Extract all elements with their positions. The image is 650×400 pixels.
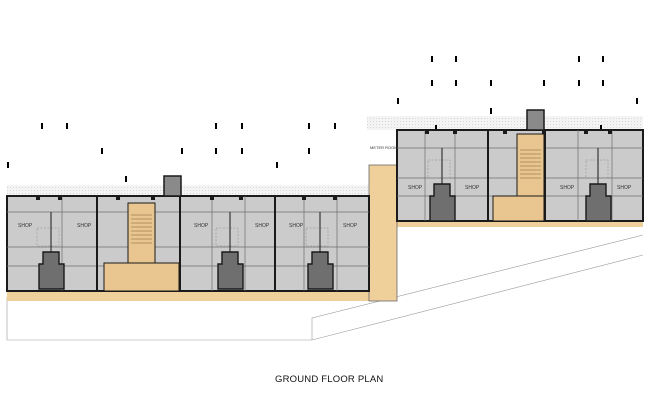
core-markings xyxy=(50,148,599,252)
party-walls xyxy=(96,130,546,291)
room-label-shop: SHOP xyxy=(77,223,92,229)
pavement-left xyxy=(7,185,369,197)
shaft-left xyxy=(163,175,182,197)
room-label-shop: SHOP xyxy=(255,223,270,229)
stair-right xyxy=(516,133,545,197)
room-label-shop: SHOP xyxy=(560,185,575,191)
service-cores xyxy=(38,183,612,290)
stair-treads xyxy=(131,149,541,244)
structural-grid xyxy=(36,159,609,247)
site-boundary xyxy=(6,234,644,341)
room-label-shop: SHOP xyxy=(408,185,423,191)
room-label-shop: SHOP xyxy=(465,185,480,191)
connector-corridor xyxy=(368,164,398,302)
lobby-right xyxy=(492,195,545,222)
arcade-right xyxy=(397,220,643,227)
arcade-left xyxy=(7,290,397,301)
room-label-shop: SHOP xyxy=(289,223,304,229)
room-label-shop: SHOP xyxy=(18,223,33,229)
lobby-left xyxy=(103,262,180,292)
drawing-title: GROUND FLOOR PLAN xyxy=(275,374,383,385)
room-label-shop: SHOP xyxy=(617,185,632,191)
room-label-shop: SHOP xyxy=(194,223,209,229)
room-label-meter-room: METER ROOM xyxy=(370,145,398,150)
stair-left xyxy=(127,202,156,264)
site-markers xyxy=(7,56,638,182)
column-markers xyxy=(36,130,612,200)
room-label-shop: SHOP xyxy=(343,223,358,229)
shaft-right xyxy=(526,109,545,131)
